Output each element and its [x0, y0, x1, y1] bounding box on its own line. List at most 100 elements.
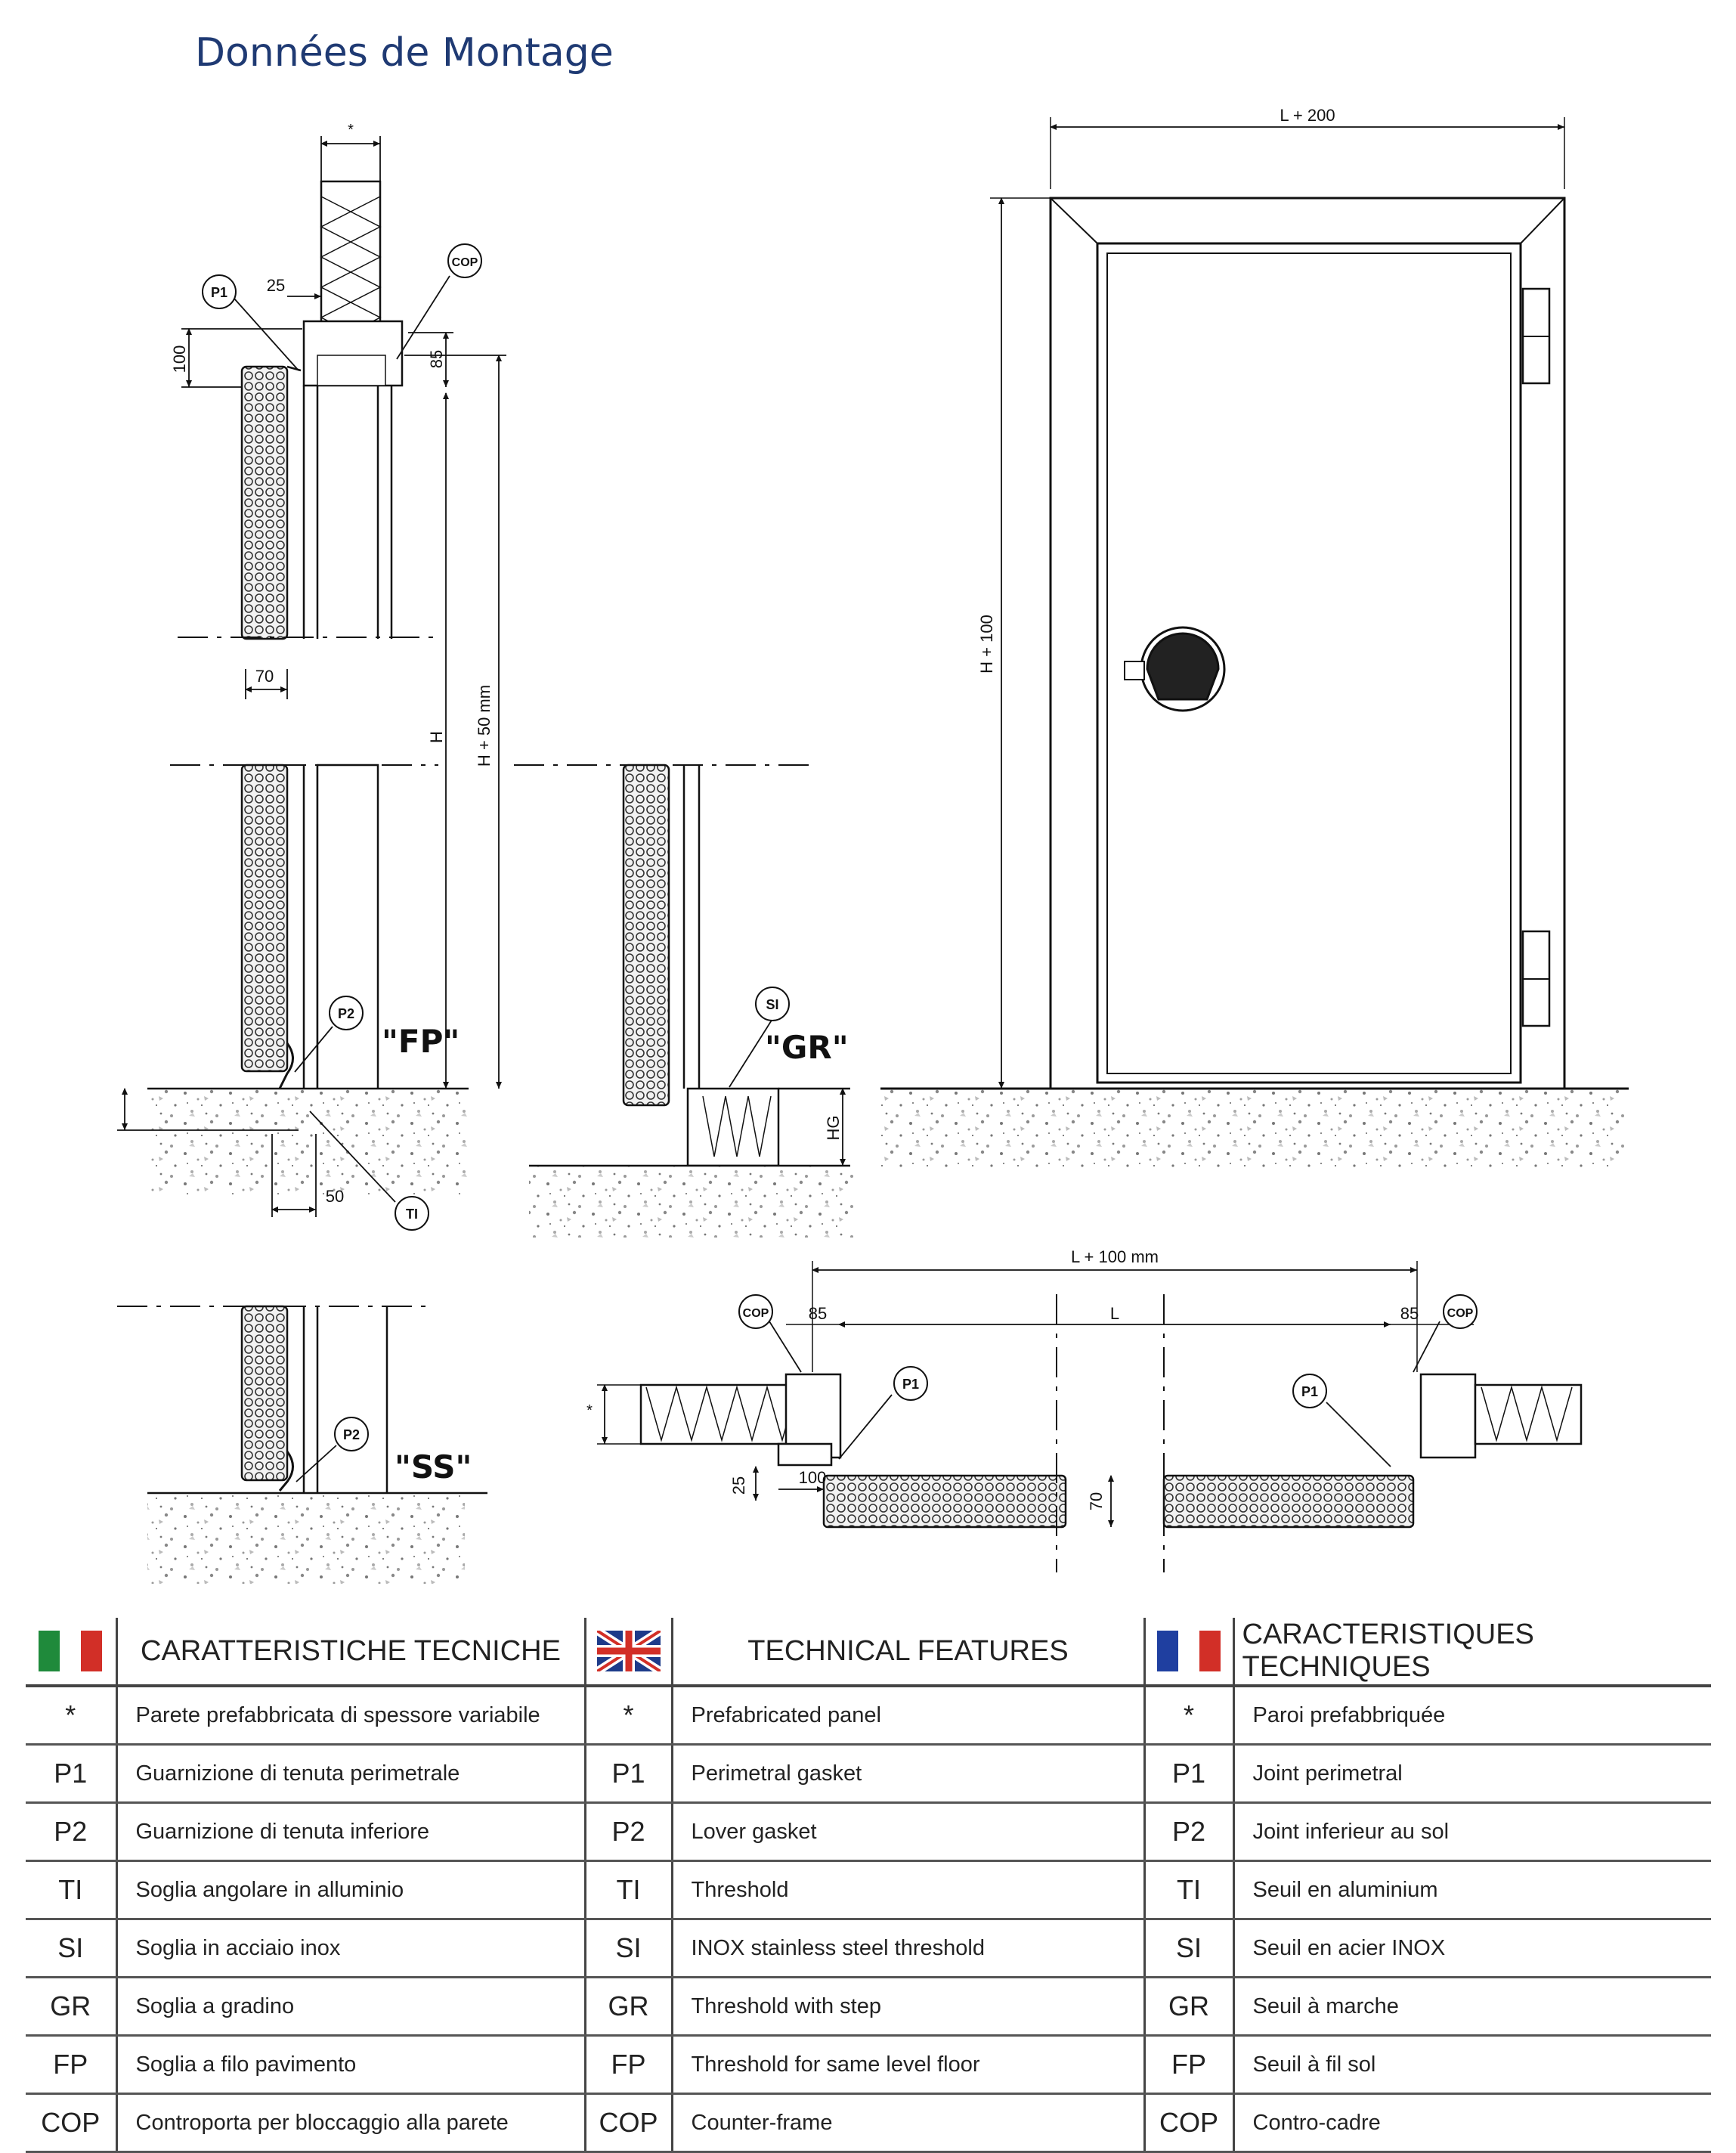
italy-flag-icon [26, 1618, 118, 1687]
dim-100: 100 [170, 345, 189, 373]
code-cell: FP [26, 2035, 118, 2095]
cop-callout: COP [452, 256, 478, 269]
dim-85-right: 85 [1400, 1304, 1419, 1323]
star-label: * [348, 122, 354, 138]
horizontal-section [597, 1261, 1583, 1572]
italian-cell: Controporta per bloccaggio alla parete [116, 2093, 586, 2153]
ti-callout: TI [406, 1207, 418, 1222]
code-cell: TI [1144, 1860, 1235, 1920]
code-cell: * [585, 1686, 673, 1746]
english-cell: Counter-frame [672, 2093, 1146, 2153]
dim-85: 85 [427, 350, 446, 368]
uk-flag-icon [585, 1618, 673, 1687]
dim-l-200: L + 200 [1280, 106, 1335, 125]
code-cell: P1 [26, 1744, 118, 1804]
french-cell: Paroi prefabbriquée [1233, 1686, 1711, 1746]
si-callout-circle [755, 987, 790, 1021]
english-cell: Threshold [672, 1860, 1146, 1920]
italian-cell: Soglia a gradino [116, 1977, 586, 2037]
p1-callout-left: P1 [902, 1377, 919, 1392]
page-title: Données de Montage [195, 30, 614, 76]
english-cell: Threshold with step [672, 1977, 1146, 2037]
dim-h-50: H + 50 mm [475, 685, 494, 767]
code-cell: SI [1144, 1919, 1235, 1978]
english-cell: Lover gasket [672, 1802, 1146, 1862]
english-cell: INOX stainless steel threshold [672, 1919, 1146, 1978]
dim-h-100: H + 100 [977, 615, 996, 674]
table-row: *Parete prefabbricata di spessore variab… [26, 1686, 1711, 1746]
code-cell: TI [26, 1860, 118, 1920]
ss-label: "SS" [395, 1448, 472, 1485]
french-cell: Seuil à marche [1233, 1977, 1711, 2037]
fp-label: "FP" [382, 1023, 460, 1060]
italian-cell: Guarnizione di tenuta inferiore [116, 1802, 586, 1862]
code-cell: P2 [26, 1802, 118, 1862]
code-cell: P1 [1144, 1744, 1235, 1804]
code-cell: COP [1144, 2093, 1235, 2153]
french-cell: Joint inferieur au sol [1233, 1802, 1711, 1862]
p2-callout: P2 [338, 1006, 354, 1021]
code-cell: GR [26, 1977, 118, 2037]
dim-25: 25 [267, 276, 285, 295]
french-cell: Contro-cadre [1233, 2093, 1711, 2153]
mounting-drawing: * 25 100 85 H H + 50 mm 70 50 "FP" P1 CO… [117, 106, 1629, 1584]
p1-callout: P1 [211, 285, 227, 300]
dim-25-h: 25 [729, 1476, 748, 1495]
english-cell: Perimetral gasket [672, 1744, 1146, 1804]
code-cell: P2 [1144, 1802, 1235, 1862]
gr-label: "GR" [765, 1029, 849, 1066]
code-cell: GR [1144, 1977, 1235, 2037]
code-cell: GR [585, 1977, 673, 2037]
header-french: CARACTERISTIQUES TECHNIQUES [1233, 1618, 1711, 1687]
dim-70-h: 70 [1087, 1492, 1106, 1510]
italian-cell: Soglia in acciaio inox [116, 1919, 586, 1978]
dim-l-100: L + 100 mm [1071, 1247, 1159, 1266]
italian-cell: Soglia angolare in alluminio [116, 1860, 586, 1920]
code-cell: FP [1144, 2035, 1235, 2095]
labels-top-left: * 25 100 85 H H + 50 mm 70 50 "FP" [170, 122, 494, 1206]
door-elevation [880, 117, 1629, 1168]
dim-hg: HG [824, 1116, 843, 1141]
code-cell: COP [26, 2093, 118, 2153]
cop-callout-right: COP [1447, 1307, 1474, 1320]
dim-70: 70 [255, 667, 274, 686]
italian-cell: Soglia a filo pavimento [116, 2035, 586, 2095]
header-english: TECHNICAL FEATURES [672, 1618, 1146, 1687]
code-cell: FP [585, 2035, 673, 2095]
dim-100-h: 100 [799, 1468, 827, 1487]
p2-callout-ss: P2 [343, 1427, 360, 1442]
code-cell: SI [26, 1919, 118, 1978]
french-cell: Joint perimetral [1233, 1744, 1711, 1804]
dim-50: 50 [326, 1187, 344, 1206]
dim-l: L [1110, 1304, 1119, 1323]
vertical-section-fp [147, 180, 469, 1194]
english-cell: Threshold for same level floor [672, 2035, 1146, 2095]
dims-top-left [117, 136, 506, 1217]
dim-85-left: 85 [809, 1304, 827, 1323]
callouts-top-left [202, 243, 482, 1231]
france-flag-icon [1144, 1618, 1235, 1687]
code-cell: * [1144, 1686, 1235, 1746]
ss-section [117, 1305, 487, 1584]
code-cell: P2 [585, 1802, 673, 1862]
technical-features-table: CARATTERISTICHE TECNICHE TECHNICAL FEATU… [26, 1618, 1711, 2153]
french-cell: Seuil en acier INOX [1233, 1919, 1711, 1978]
code-cell: P1 [585, 1744, 673, 1804]
cop-callout-left: COP [743, 1307, 769, 1320]
si-callout: SI [766, 997, 778, 1012]
dim-h: H [427, 731, 446, 743]
italian-cell: Parete prefabbricata di spessore variabi… [116, 1686, 586, 1746]
code-cell: TI [585, 1860, 673, 1920]
star-label-h: * [586, 1402, 593, 1419]
italian-cell: Guarnizione di tenuta perimetrale [116, 1744, 586, 1804]
gr-section [514, 764, 854, 1238]
code-cell: COP [585, 2093, 673, 2153]
code-cell: * [26, 1686, 118, 1746]
english-cell: Prefabricated panel [672, 1686, 1146, 1746]
french-cell: Seuil en aluminium [1233, 1860, 1711, 1920]
